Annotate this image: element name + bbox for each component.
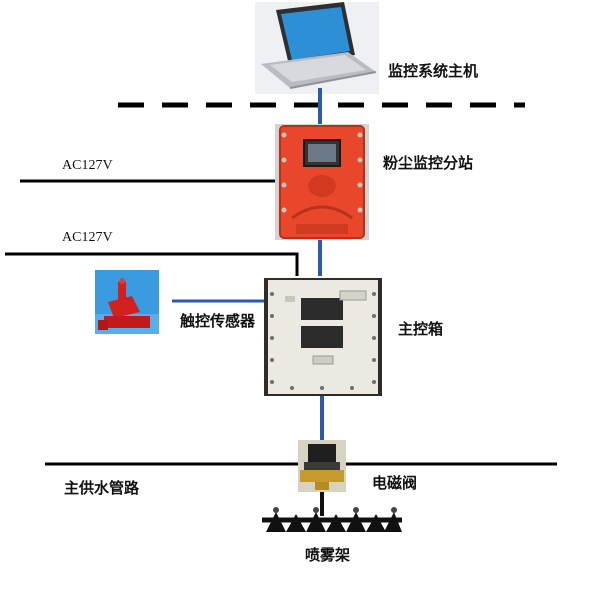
spray-rack-label: 喷雾架 [305,544,350,565]
spray-rack-icon [262,492,402,532]
solenoid-valve-icon [298,440,346,492]
power-lines [5,181,297,276]
touch-sensor-label: 触控传感器 [180,310,255,331]
water-pipe-label: 主供水管路 [64,477,139,498]
ac-voltage-label-top: AC127V [62,158,113,174]
substation-label: 粉尘监控分站 [383,152,473,173]
main-control-box-icon [264,278,382,396]
main-box-label: 主控箱 [398,318,443,339]
touch-sensor-icon [95,270,159,334]
host-label: 监控系统主机 [388,60,478,81]
solenoid-valve-label: 电磁阀 [372,472,417,493]
ac-voltage-label-bottom: AC127V [62,230,113,246]
laptop-icon [255,2,379,94]
substation-enclosure-icon [275,124,369,240]
